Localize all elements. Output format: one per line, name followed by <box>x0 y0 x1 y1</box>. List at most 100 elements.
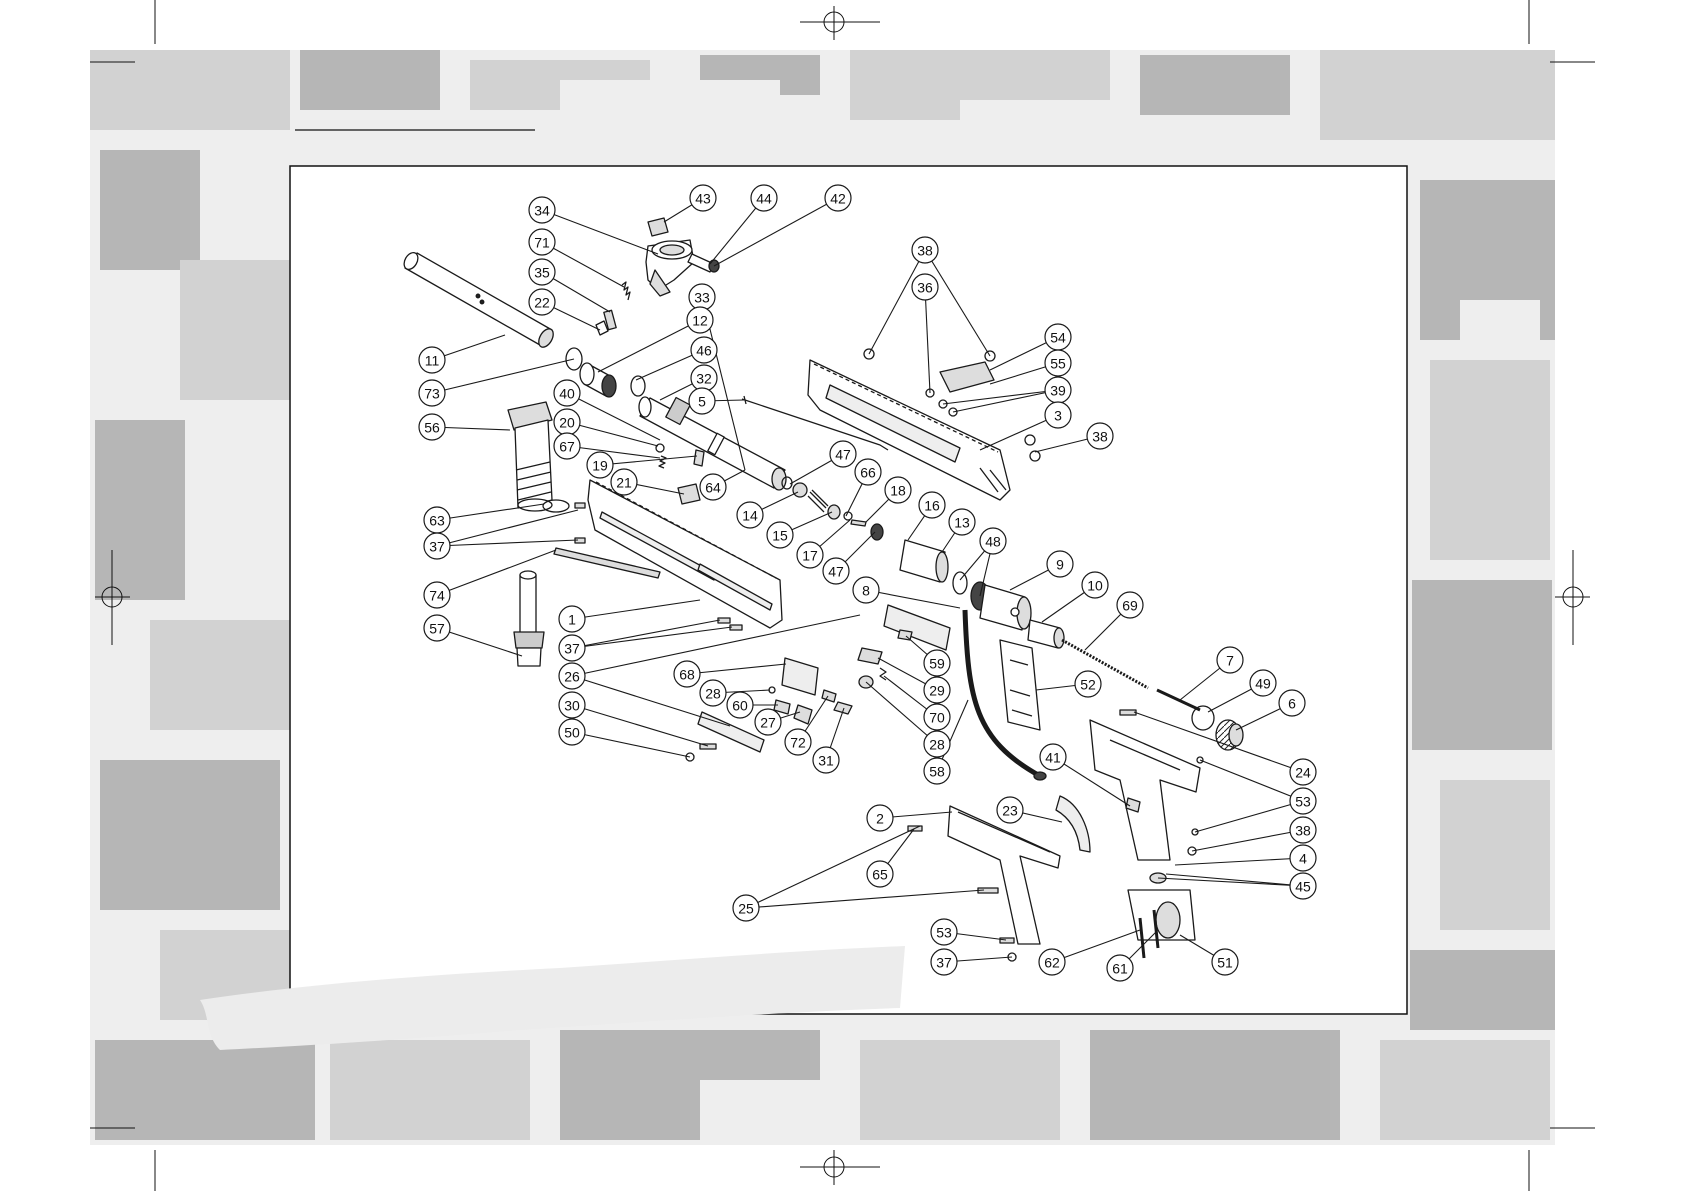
camo-block <box>860 1040 1060 1140</box>
camo-block <box>1430 360 1550 560</box>
callout-number: 72 <box>790 735 806 751</box>
camo-block <box>1460 300 1540 350</box>
callout-number: 19 <box>592 458 608 474</box>
callout-49: 49 <box>1250 670 1276 696</box>
callout-32: 32 <box>691 365 717 391</box>
callout-number: 68 <box>679 667 695 683</box>
callout-number: 20 <box>559 415 575 431</box>
detent-ball-20-part <box>656 444 664 452</box>
callout-23: 23 <box>997 797 1023 823</box>
callout-number: 48 <box>985 534 1001 550</box>
callout-number: 51 <box>1217 955 1233 971</box>
callout-number: 45 <box>1295 879 1311 895</box>
callout-number: 5 <box>698 394 706 410</box>
callout-18: 18 <box>885 477 911 503</box>
callout-22: 22 <box>529 289 555 315</box>
nut-38-d-part <box>1030 451 1040 461</box>
callout-42: 42 <box>825 185 851 211</box>
nut-38-c-part <box>1025 435 1035 445</box>
callout-number: 31 <box>818 753 834 769</box>
part-59 <box>898 630 912 640</box>
callout-41: 41 <box>1040 744 1066 770</box>
pin-19-part <box>694 450 704 466</box>
callout-36: 36 <box>912 274 938 300</box>
callout-number: 60 <box>732 698 748 714</box>
camo-block <box>1412 580 1552 750</box>
callout-30: 30 <box>559 692 585 718</box>
callout-number: 38 <box>1295 823 1311 839</box>
callout-47: 47 <box>823 558 849 584</box>
callout-11: 11 <box>419 347 445 373</box>
callout-number: 42 <box>830 191 846 207</box>
callout-34: 34 <box>529 197 555 223</box>
callout-number: 28 <box>705 686 721 702</box>
screw-37-a-part <box>575 503 585 508</box>
callout-56: 56 <box>419 414 445 440</box>
hose-fitting-part <box>1034 772 1046 780</box>
callout-9: 9 <box>1047 551 1073 577</box>
callout-8: 8 <box>853 577 879 603</box>
callout-37: 37 <box>559 635 585 661</box>
screw-24-part <box>1120 710 1136 715</box>
callout-33: 33 <box>689 284 715 310</box>
camo-block <box>700 1080 860 1140</box>
callout-number: 6 <box>1288 696 1296 712</box>
callout-number: 41 <box>1045 750 1061 766</box>
callout-number: 53 <box>936 925 952 941</box>
callout-17: 17 <box>797 542 823 568</box>
callout-57: 57 <box>424 615 450 641</box>
callout-64: 64 <box>700 474 726 500</box>
callout-53: 53 <box>931 919 957 945</box>
callout-number: 40 <box>559 386 575 402</box>
callout-27: 27 <box>755 709 781 735</box>
callout-62: 62 <box>1039 949 1065 975</box>
callout-6: 6 <box>1279 690 1305 716</box>
camo-block <box>1380 1040 1550 1140</box>
callout-number: 30 <box>564 698 580 714</box>
callout-number: 52 <box>1080 677 1096 693</box>
camo-block <box>95 1040 315 1140</box>
callout-number: 43 <box>695 191 711 207</box>
callout-number: 46 <box>696 343 712 359</box>
callout-31: 31 <box>813 747 839 773</box>
part-15 <box>828 505 840 519</box>
callout-number: 34 <box>534 203 550 219</box>
callout-number: 44 <box>756 191 772 207</box>
camo-block <box>100 150 200 270</box>
callout-number: 56 <box>424 420 440 436</box>
callout-37: 37 <box>424 533 450 559</box>
callout-number: 62 <box>1044 955 1060 971</box>
callout-number: 50 <box>564 725 580 741</box>
callout-46: 46 <box>691 337 717 363</box>
camo-block <box>180 260 290 400</box>
camo-block <box>1090 1030 1340 1140</box>
callout-14: 14 <box>737 502 763 528</box>
callout-number: 69 <box>1122 598 1138 614</box>
callout-65: 65 <box>867 861 893 887</box>
callout-number: 35 <box>534 265 550 281</box>
callout-number: 11 <box>425 353 440 369</box>
callout-number: 17 <box>802 548 818 564</box>
callout-26: 26 <box>559 663 585 689</box>
callout-number: 13 <box>954 515 970 531</box>
callout-66: 66 <box>855 459 881 485</box>
callout-55: 55 <box>1045 350 1071 376</box>
callout-number: 67 <box>559 439 575 455</box>
callout-47: 47 <box>830 441 856 467</box>
camo-block <box>1320 50 1555 140</box>
callout-72: 72 <box>785 729 811 755</box>
callout-number: 24 <box>1295 765 1311 781</box>
callout-number: 21 <box>616 475 632 491</box>
callout-20: 20 <box>554 409 580 435</box>
callout-39: 39 <box>1045 377 1071 403</box>
callout-number: 2 <box>876 811 884 827</box>
callout-37: 37 <box>931 949 957 975</box>
callout-number: 28 <box>929 737 945 753</box>
callout-45: 45 <box>1290 873 1316 899</box>
callout-number: 71 <box>534 235 550 251</box>
callout-number: 1 <box>568 612 576 628</box>
callout-5: 5 <box>689 388 715 414</box>
camo-block <box>300 50 440 110</box>
callout-number: 14 <box>742 508 758 524</box>
